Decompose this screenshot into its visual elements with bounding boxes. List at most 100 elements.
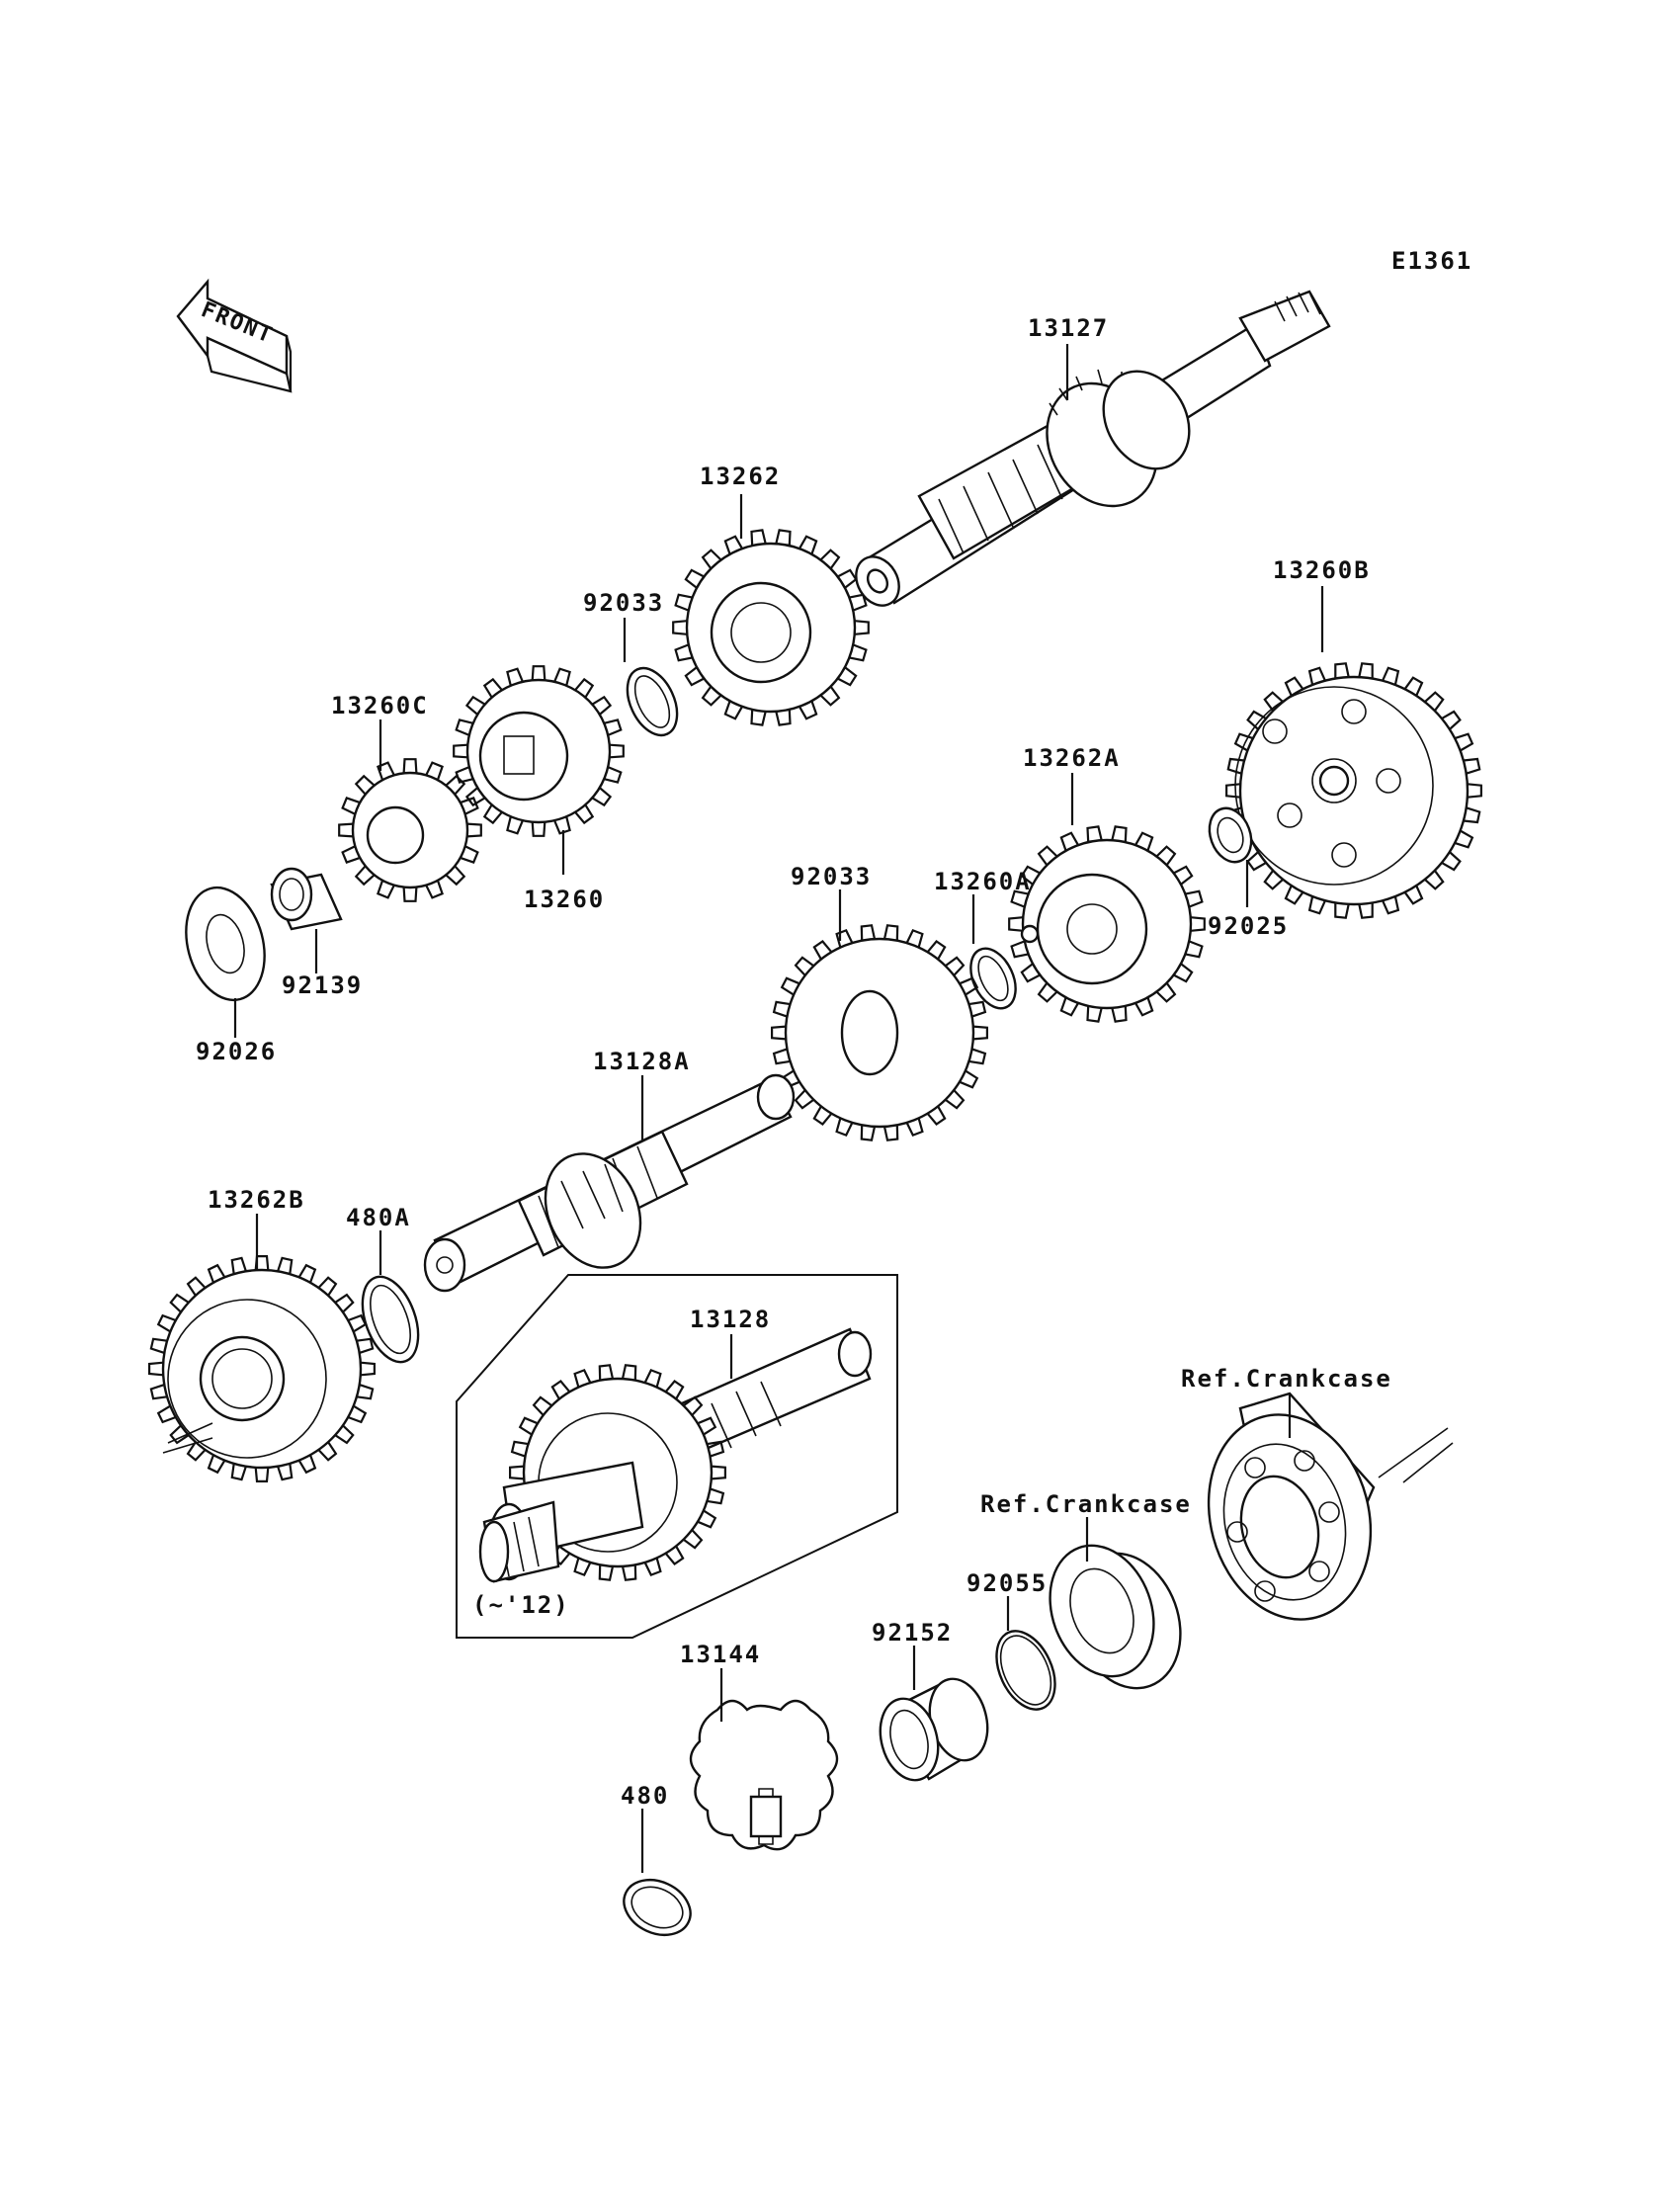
gear-tooth [1382,895,1400,915]
label-92033-lower: 13260A [934,868,1032,895]
gear-tooth [1403,885,1424,905]
gear-tooth [186,1276,207,1297]
gear-tooth [531,821,546,837]
gear-tooth [1334,902,1350,919]
gear-tooth [723,700,743,720]
gear-tooth [837,666,858,687]
gear-tooth [297,1263,317,1284]
label-13260C: 13260C [331,692,429,719]
label-13260: 13260 [524,886,605,913]
gear-tooth [794,1089,814,1110]
gear-tooth [945,956,966,976]
gear-tooth [1403,676,1424,697]
gear-tooth [1424,870,1445,890]
gear-tooth [156,1313,177,1333]
gear-tooth [573,1369,592,1388]
gear-tooth [1020,963,1041,983]
gear-tooth [341,845,361,864]
label-ref-crankcase-1: Ref.Crankcase [1181,1365,1392,1393]
gear-tooth [574,677,595,699]
gear-tooth [926,940,947,961]
label-13128A: 13128A [593,1048,691,1075]
gear-tooth [684,568,705,589]
circlip-480A [361,1275,420,1364]
gear-tooth [1307,895,1326,915]
gear-tooth [377,761,395,781]
gear-tooth [772,1000,791,1018]
label-92152: 92152 [872,1619,953,1647]
gear-tooth [149,1337,168,1354]
gear-tooth [697,1416,717,1436]
gear-tooth [1020,865,1041,886]
circlip-92033-upper [626,666,679,737]
gear-tooth [360,1361,376,1377]
gear-tooth [1037,981,1058,1003]
gear-tooth [1086,1005,1103,1023]
gear-tooth [317,1276,338,1297]
gear-tooth [254,1467,270,1483]
gear-tooth [835,929,854,948]
gear-tooth [770,1025,787,1041]
gear-tooth [812,1105,833,1126]
gear-tooth [207,1263,226,1284]
gear-tooth [347,1404,368,1424]
gear-tooth [860,1125,877,1141]
gear-tooth [347,1313,368,1333]
front-arrow-icon: FRONT [176,278,293,393]
gear-tooth [591,787,613,807]
label-13260A: 92033 [791,863,872,890]
gear-tooth [425,880,444,899]
gear-tooth [683,1395,704,1416]
gear-tooth [621,1564,637,1581]
gear-tooth [1424,691,1445,712]
gear-tooth [968,1000,987,1018]
gear-tooth [707,1487,725,1505]
label-480: 480 [621,1782,669,1810]
gear-tooth [1173,963,1194,983]
gear-tooth [972,1025,989,1041]
gear-tooth [445,865,466,887]
label-92025: 92025 [1208,912,1289,940]
gear-tooth [621,1364,637,1381]
collar-92152 [879,1677,989,1782]
gear-tooth [148,1361,164,1377]
gear-tooth [707,1440,725,1458]
gear-tooth [1173,865,1194,886]
gear-tooth [532,1395,552,1416]
gear-tooth [277,1463,294,1481]
gear-tooth [506,667,524,686]
gear-tooth [860,924,877,941]
bushing-92139 [270,867,343,931]
gear-tooth [835,1118,854,1137]
gear-tooth [169,1424,190,1445]
gear-tooth [772,1048,791,1065]
oil-seal-crankcase [1049,1544,1182,1690]
gear-tooth [1111,825,1128,843]
gear-tooth [455,718,473,736]
gear-tooth [574,803,595,825]
gear-tooth [604,766,623,784]
gear-tooth [445,774,466,796]
gear-tooth [1010,940,1029,959]
diagram-code: E1361 [1391,247,1472,275]
gear-tooth [711,1465,727,1480]
label-13127: 13127 [1028,314,1109,342]
gear-tooth [609,743,625,759]
shaft-13128 [478,1327,873,1583]
gear-tooth [854,620,870,635]
label-13260B: 13260B [1273,556,1371,584]
gear-tooth [553,667,571,686]
gear-tooth [1246,710,1267,730]
gear-tooth [604,718,623,736]
gear-tooth [1307,666,1326,686]
gear-tooth [591,695,613,716]
gear-tooth [1134,996,1154,1017]
gear-tooth [230,1463,247,1481]
gear-tooth [664,1380,685,1400]
gear-tooth [356,1384,375,1400]
gear-tooth [1185,889,1204,908]
gear-tooth [1463,757,1481,775]
label-92139: 92139 [282,972,363,999]
gear-tooth [819,549,841,570]
gear-tooth [798,700,818,720]
